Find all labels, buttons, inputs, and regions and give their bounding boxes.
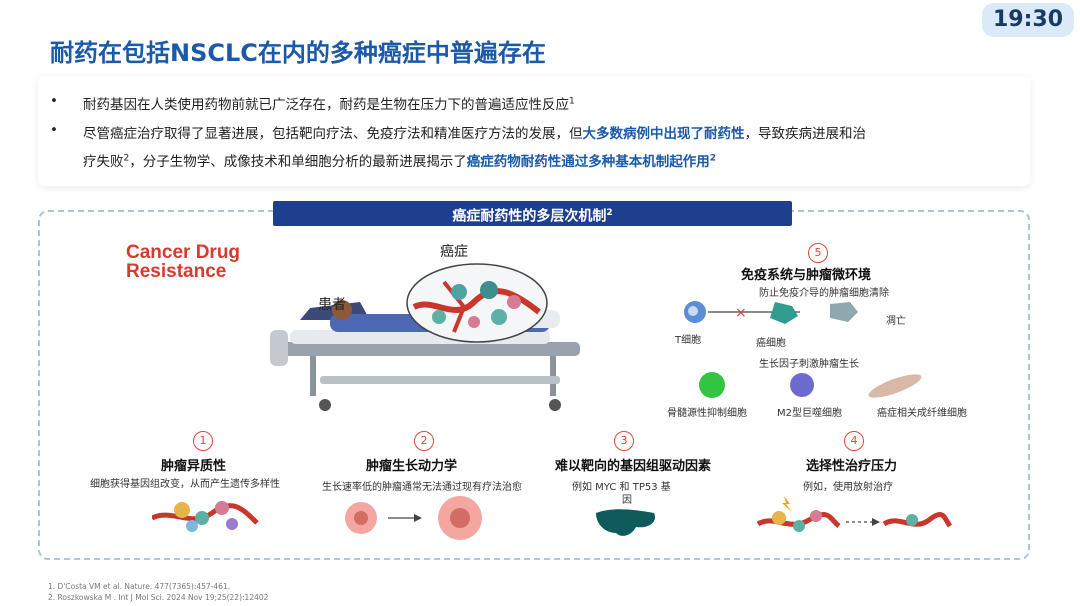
- step-number-5: 5: [808, 243, 828, 263]
- bullet-2-text: 尽管癌症治疗取得了显著进展，包括靶向疗法、免疫疗法和精准医疗方法的发展，但: [83, 126, 583, 142]
- footnote-2: 2. Roszkowska M . Int J Mol Sci. 2024 No…: [48, 593, 269, 602]
- bullet-2-text-end: ，导致疾病进展和治: [744, 126, 867, 142]
- banner-text: 癌症耐药性的多层次机制: [452, 208, 607, 225]
- genomic-driver-illustration: [596, 509, 656, 536]
- apoptosis-label: 凋亡: [886, 316, 906, 327]
- logo-line-1: Cancer Drug: [126, 242, 241, 263]
- bullet-2-ref-2: 2: [709, 153, 716, 164]
- tumor-tissue-illustration: [406, 263, 548, 343]
- bullet-1-text: 耐药基因在人类使用药物前就已广泛存在，耐药是生物在压力下的普遍适应性反应: [83, 97, 569, 113]
- mechanism-3-desc-2: 因: [622, 495, 632, 506]
- mechanism-1-title: 肿瘤异质性: [161, 459, 227, 474]
- mechanism-4-desc: 例如，使用放射治疗: [803, 482, 893, 493]
- bullet-box: • 耐药基因在人类使用药物前就已广泛存在，耐药是生物在压力下的普遍适应性反应1 …: [38, 76, 1030, 186]
- step-number-4: 4: [844, 431, 864, 451]
- growth-kinetics-illustration: [345, 496, 482, 540]
- mdsc-label: 骨髓源性抑制细胞: [667, 408, 747, 419]
- footnote-1: 1. D'Costa VM et al. Nature. 477(7365):4…: [48, 582, 231, 591]
- mechanism-1-desc: 细胞获得基因组改变，从而产生遗传多样性: [90, 479, 280, 490]
- mechanism-2-desc: 生长速率低的肿瘤通常无法通过现有疗法治愈: [322, 482, 522, 493]
- heterogeneity-illustration: [152, 501, 259, 532]
- t-cell-label: T细胞: [675, 335, 702, 346]
- bullet-2-cont: 疗失败: [83, 154, 124, 170]
- step-number-2: 2: [414, 431, 434, 451]
- mechanism-5-subtitle: 防止免疫介导的肿瘤细胞清除: [759, 288, 889, 299]
- svg-text:×: ×: [735, 305, 747, 321]
- immune-interaction-illustration: ×: [684, 301, 858, 324]
- bullet-2-mid: ，分子生物学、成像技术和单细胞分析的最新进展揭示了: [129, 154, 467, 170]
- bullet-2-highlight-2: 癌症药物耐药性通过多种基本机制起作用: [466, 154, 710, 170]
- mechanism-4-title: 选择性治疗压力: [806, 459, 898, 474]
- figure-logo-title: Cancer Drug Resistance: [126, 243, 240, 281]
- caf-label: 癌症相关成纤维细胞: [877, 408, 967, 419]
- bullet-marker: •: [50, 122, 58, 138]
- bullet-1-ref: 1: [569, 96, 575, 107]
- figure-banner: 癌症耐药性的多层次机制2: [273, 201, 792, 226]
- bullet-2-ref-1: 2: [123, 153, 130, 164]
- mechanism-2-title: 肿瘤生长动力学: [366, 459, 458, 474]
- mechanism-5-title: 免疫系统与肿瘤微环境: [741, 268, 872, 283]
- selective-pressure-illustration: [756, 496, 953, 532]
- step-number-3: 3: [614, 431, 634, 451]
- mechanism-3-title: 难以靶向的基因组驱动因素: [555, 459, 712, 474]
- mechanism-3-desc-1: 例如 MYC 和 TP53 基: [572, 482, 671, 493]
- bullet-marker: •: [50, 93, 58, 109]
- bullet-2-highlight: 大多数病例中出现了耐药性: [582, 126, 745, 142]
- m2-macrophage-label: M2型巨噬细胞: [777, 408, 842, 419]
- timer-badge: 19:30: [982, 3, 1074, 37]
- patient-label: 患者: [318, 297, 346, 313]
- logo-line-2: Resistance: [126, 261, 227, 282]
- step-number-1: 1: [193, 431, 213, 451]
- tumor-cell-label: 癌细胞: [756, 338, 786, 349]
- cancer-label: 癌症: [440, 244, 468, 260]
- slide-title: 耐药在包括NSCLC在内的多种癌症中普遍存在: [50, 39, 546, 67]
- growth-factor-label: 生长因子刺激肿瘤生长: [759, 359, 859, 370]
- banner-ref: 2: [606, 208, 613, 218]
- tme-cells-illustration: [699, 372, 922, 398]
